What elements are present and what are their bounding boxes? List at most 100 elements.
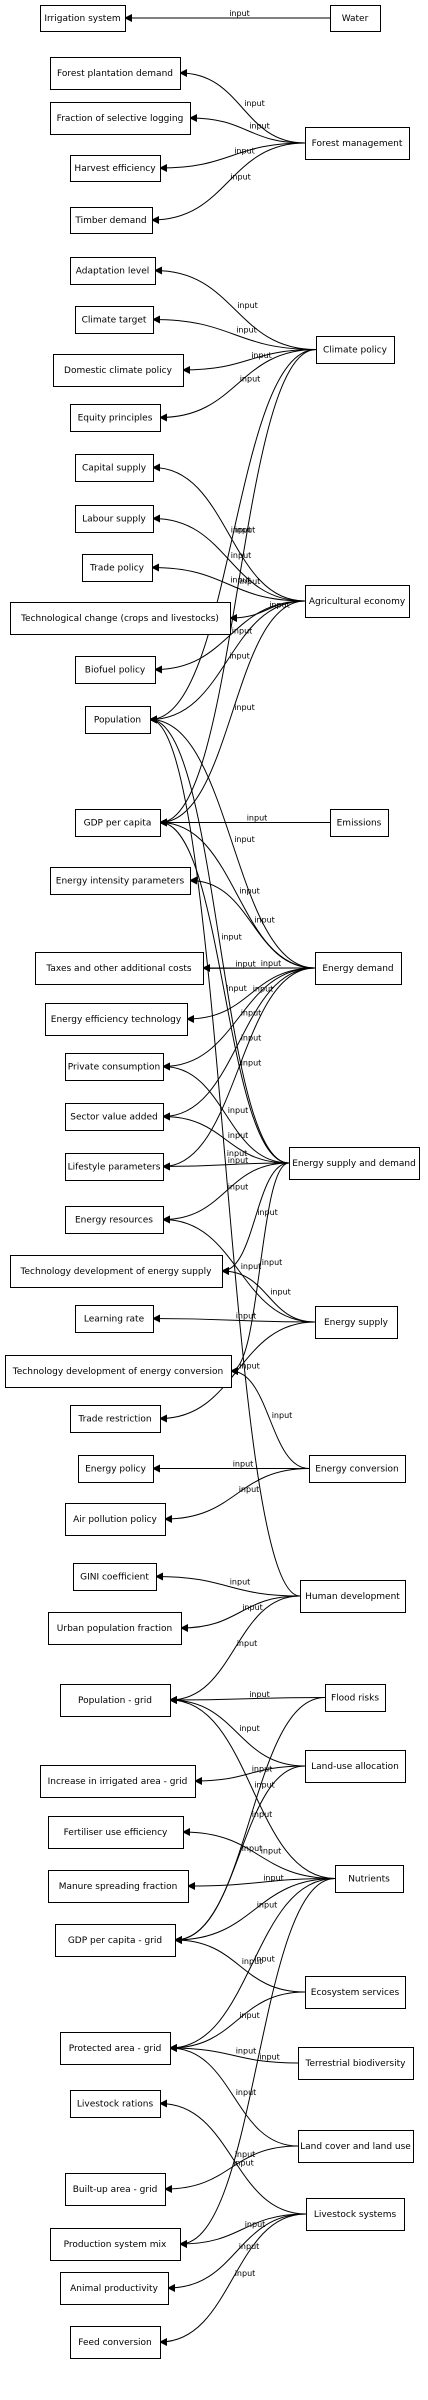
- node-label: Learning rate: [84, 1315, 145, 1325]
- node-box: [48, 1870, 189, 1903]
- edge-label: input: [228, 1131, 249, 1140]
- edge-label: input: [269, 601, 290, 610]
- node-tech-dev-energy-supply: Technology development of energy supply: [10, 1255, 223, 1288]
- edge-label: input: [249, 122, 270, 131]
- node-box: [335, 1865, 404, 1893]
- edge-arrow: [162, 967, 316, 1171]
- edge-energy-demand-to-taxes: input: [202, 959, 316, 972]
- node-box: [298, 2130, 414, 2163]
- edge-climate-policy-to-population: input: [149, 349, 317, 724]
- node-label: Private consumption: [68, 1063, 161, 1073]
- node-water: Water: [330, 5, 381, 32]
- edge-label: input: [259, 2052, 280, 2061]
- edge-arrow: [221, 1162, 290, 1275]
- edge-label: input: [237, 1639, 258, 1648]
- edge-arrow: [164, 2145, 299, 2193]
- edge-label: input: [261, 1846, 282, 1855]
- edge-arrow: [169, 1991, 306, 2052]
- node-production-system-mix: Production system mix: [50, 2228, 181, 2261]
- node-box: [315, 952, 402, 985]
- edge-climate-policy-to-climate-target: input: [152, 315, 317, 350]
- edge-arrow: [149, 600, 306, 724]
- node-livestock-rations: Livestock rations: [70, 2090, 161, 2118]
- node-label: Protected area - grid: [69, 2044, 162, 2054]
- node-box: [48, 1612, 182, 1645]
- node-box: [75, 454, 154, 482]
- edge-arrow: [179, 2213, 307, 2248]
- node-box: [45, 1003, 188, 1036]
- edge-water-to-irrigation-system: input: [124, 9, 330, 22]
- edge-energy-supply-and-demand-to-population: input: [149, 715, 290, 1164]
- node-label: GINI coefficient: [80, 1573, 149, 1583]
- edge-label: input: [236, 326, 257, 335]
- edge-arrow: [230, 1162, 290, 1375]
- node-increase-irrigated-area: Increase in irrigated area - grid: [40, 1765, 196, 1798]
- edge-energy-supply-and-demand-to-lifestyle-parameters: input: [162, 1156, 290, 1171]
- edge-label: input: [230, 173, 251, 182]
- edge-land-use-allocation-to-gdp-per-capita-grid: input: [174, 1765, 306, 1944]
- edge-arrow: [159, 349, 317, 827]
- edge-label: input: [235, 959, 256, 968]
- edge-energy-supply-to-tech-dev-energy-supply: input: [221, 1267, 316, 1323]
- node-label: GDP per capita - grid: [68, 1936, 162, 1946]
- edge-label: input: [233, 1460, 254, 1469]
- edge-label: input: [254, 915, 275, 924]
- edge-label: input: [229, 9, 250, 18]
- node-label: Manure spreading fraction: [59, 1882, 178, 1892]
- node-irrigation-system: Irrigation system: [40, 5, 126, 32]
- node-box: [75, 1305, 154, 1333]
- edge-flood-risks-to-gdp-per-capita-grid: input: [174, 1697, 326, 1944]
- edge-arrow: [162, 1112, 290, 1164]
- node-label: Energy supply: [324, 1318, 389, 1328]
- edge-arrow: [162, 1162, 290, 1224]
- node-label: Forest management: [312, 139, 403, 149]
- node-label: Technological change (crops and livestoc…: [20, 614, 219, 624]
- edge-label: input: [249, 1690, 270, 1699]
- edge-climate-policy-to-equity-principles: input: [159, 349, 317, 422]
- edge-arrow: [149, 715, 316, 969]
- edge-land-use-allocation-to-population-grid: input: [169, 1696, 306, 1767]
- node-label: Energy efficiency technology: [51, 1015, 182, 1025]
- node-population: Population: [85, 706, 151, 734]
- node-box: [70, 404, 161, 432]
- node-domestic-climate-policy: Domestic climate policy: [53, 354, 184, 387]
- edge-energy-demand-to-lifestyle-parameters: input: [162, 967, 316, 1171]
- edge-label: input: [231, 525, 252, 534]
- node-taxes: Taxes and other additional costs: [35, 952, 204, 985]
- edge-label: input: [241, 1262, 262, 1271]
- edge-arrow: [186, 967, 316, 1023]
- node-box: [65, 1153, 164, 1181]
- node-protected-area-grid: Protected area - grid: [60, 2032, 171, 2065]
- node-label: Terrestrial biodiversity: [305, 2059, 407, 2069]
- edge-arrow: [159, 142, 306, 172]
- node-energy-resources: Energy resources: [65, 1206, 164, 1234]
- node-box: [35, 952, 204, 985]
- node-energy-policy: Energy policy: [78, 1455, 154, 1483]
- node-label: Population: [94, 716, 141, 726]
- node-label: Energy supply and demand: [292, 1159, 416, 1169]
- edge-flood-risks-to-population-grid: input: [169, 1690, 326, 1704]
- edge-forest-management-to-harvest-efficiency: input: [159, 142, 306, 172]
- node-box: [50, 102, 191, 135]
- edge-arrow: [149, 715, 290, 1164]
- node-box: [316, 336, 395, 364]
- node-terrestrial-biodiversity: Terrestrial biodiversity: [298, 2047, 414, 2080]
- node-label: Technology development of energy convers…: [12, 1367, 223, 1377]
- edge-label: input: [251, 351, 272, 360]
- edge-label: input: [239, 2011, 260, 2020]
- node-box: [300, 1580, 406, 1613]
- node-label: Labour supply: [82, 515, 146, 525]
- node-box: [305, 1750, 406, 1783]
- edge-nutrients-to-gdp-per-capita-grid: input: [174, 1878, 336, 1944]
- edge-label: input: [236, 2088, 257, 2097]
- node-labour-supply: Labour supply: [75, 505, 154, 533]
- node-box: [75, 505, 154, 533]
- node-box: [70, 155, 161, 182]
- node-label: Fertiliser use efficiency: [64, 1828, 168, 1838]
- edge-label: input: [262, 1258, 283, 1267]
- edge-arrow: [221, 1267, 316, 1323]
- edge-arrow: [169, 2044, 299, 2147]
- edge-label: input: [270, 1288, 291, 1297]
- edge-climate-policy-to-adaptation-level: input: [154, 266, 317, 350]
- edge-human-development-to-population: input: [149, 715, 301, 1597]
